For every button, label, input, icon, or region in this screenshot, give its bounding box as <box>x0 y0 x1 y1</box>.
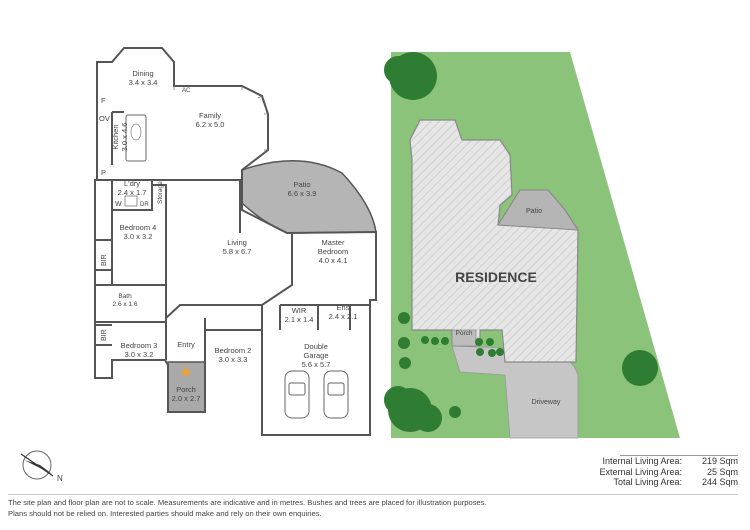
aircon-label: AC <box>182 88 191 94</box>
compass: N <box>20 450 63 483</box>
residence-label: RESIDENCE <box>455 269 537 285</box>
site-plan: RESIDENCE Patio Porch Driveway <box>384 52 680 439</box>
storage-label: Storage <box>157 181 164 204</box>
room-size: 2.0 x 2.7 <box>172 394 201 403</box>
room-size: 3.4 x 3.4 <box>129 78 158 87</box>
driveway-label: Driveway <box>532 399 561 406</box>
area-value: 219 Sqm <box>701 456 738 466</box>
site-patio-label: Patio <box>526 208 542 215</box>
bushes <box>398 312 504 418</box>
disclaimer-line: Plans should not be relied on. Intereste… <box>8 509 322 518</box>
compass-north-label: N <box>57 474 63 483</box>
washer-label: W <box>115 201 122 208</box>
room-name: Bedroom 3 <box>121 341 158 350</box>
area-value: 25 Sqm <box>706 466 738 477</box>
room-size: 5.8 x 6.7 <box>223 247 252 256</box>
room-name: Entry <box>177 340 195 349</box>
room-name: Bedroom <box>318 247 348 256</box>
room-name: Kitchen <box>111 124 120 149</box>
room-size: 2.1 x 1.4 <box>285 315 314 324</box>
interior-walls <box>95 111 370 360</box>
room-name: Bedroom 4 <box>120 223 157 232</box>
oven-label: OV <box>99 114 110 123</box>
room-size: 2.4 x 1.7 <box>118 188 147 197</box>
outer-wall <box>94 47 377 436</box>
room-size: 3.0 x 3.2 <box>125 350 154 359</box>
room-label-kitchen: Kitchen3.0 x 4.6 <box>111 123 129 152</box>
room-label-entry: Entry <box>177 340 195 349</box>
kitchen-island <box>125 114 147 162</box>
room-size: 3.0 x 3.2 <box>124 232 153 241</box>
disclaimer: The site plan and floor plan are not to … <box>8 497 738 519</box>
pantry-label: P <box>101 168 106 177</box>
room-name: Patio <box>293 180 310 189</box>
room-size: 3.0 x 3.3 <box>219 355 248 364</box>
dryer-label: DR <box>140 202 149 208</box>
room-name: Living <box>227 238 247 247</box>
trees <box>384 52 658 432</box>
room-name: Porch <box>176 385 196 394</box>
site-patio <box>497 189 579 231</box>
area-table: Internal Living Area: 219 Sqm External L… <box>598 456 738 488</box>
area-table-rule <box>620 455 738 456</box>
room-name: WIR <box>292 306 307 315</box>
room-size: 3.0 x 4.6 <box>120 123 129 152</box>
area-value: 244 Sqm <box>701 477 738 487</box>
tree-right <box>622 350 658 386</box>
room-size: 5.6 x 5.7 <box>302 360 331 369</box>
area-label: External Living Area: <box>599 466 682 477</box>
bir-label-b: BIR <box>101 329 108 341</box>
north-arrow-icon <box>24 460 52 474</box>
area-row-internal: Internal Living Area: 219 Sqm <box>598 456 738 467</box>
room-name: Ens <box>337 303 350 312</box>
room-name: Bath <box>118 293 132 300</box>
area-label: Internal Living Area: <box>602 456 682 466</box>
room-name: Dining <box>132 69 153 78</box>
room-size: 4.0 x 4.1 <box>319 256 348 265</box>
area-row-total: Total Living Area: 244 Sqm <box>598 477 738 488</box>
room-name: Garage <box>303 351 328 360</box>
area-label: Total Living Area: <box>613 477 682 487</box>
site-porch <box>451 329 477 347</box>
room-name: Master <box>322 238 345 247</box>
room-name: Family <box>199 111 221 120</box>
room-size: 6.6 x 3.9 <box>288 189 317 198</box>
bir-label-a: BIR <box>101 254 108 266</box>
garage-cars <box>284 370 349 419</box>
footer-rule <box>8 494 738 495</box>
site-porch-label: Porch <box>456 330 473 337</box>
fridge-label: F <box>101 96 106 105</box>
area-row-external: External Living Area: 25 Sqm <box>598 467 738 478</box>
entry-marker <box>181 366 191 375</box>
room-name: L'dry <box>124 179 140 188</box>
room-size: 2.4 x 2.1 <box>329 312 358 321</box>
room-name: Bedroom 2 <box>215 346 252 355</box>
disclaimer-line: The site plan and floor plan are not to … <box>8 498 487 507</box>
room-size: 6.2 x 5.0 <box>196 120 225 129</box>
room-name: Double <box>304 342 328 351</box>
room-size: 2.6 x 1.6 <box>113 301 138 308</box>
